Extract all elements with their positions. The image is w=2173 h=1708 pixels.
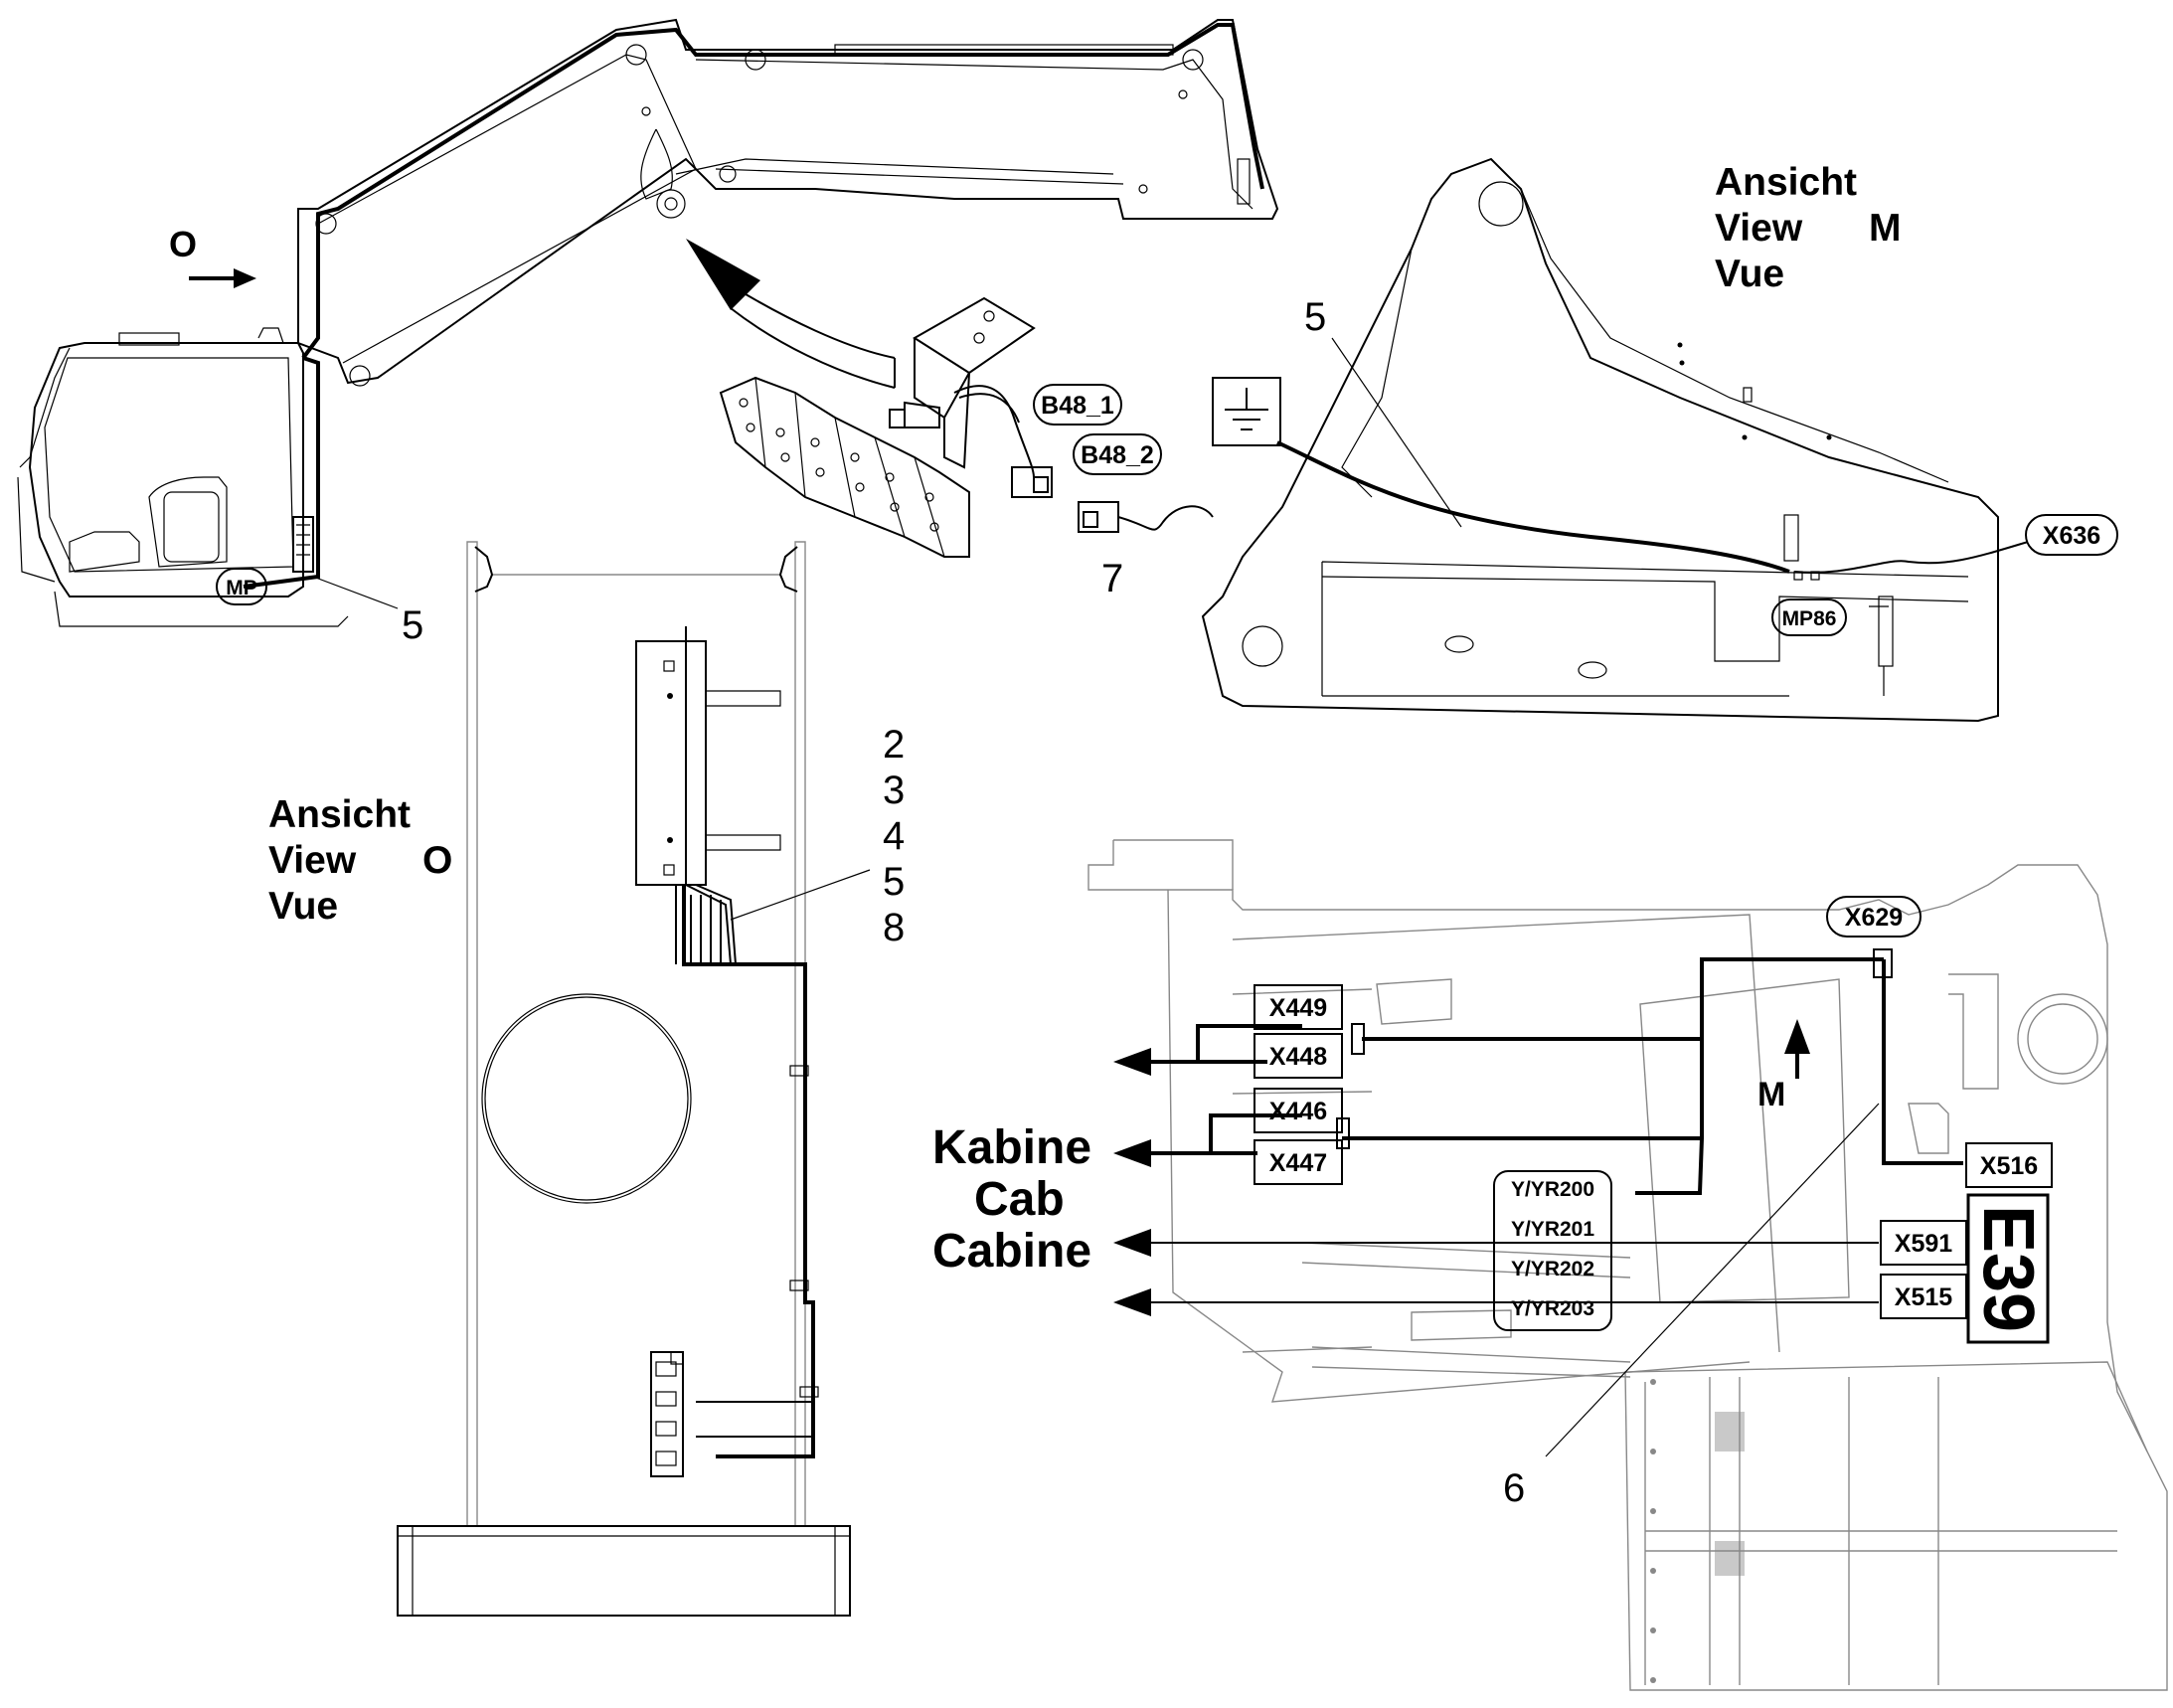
x449-box: X449 [1254,984,1343,1030]
view-m-letter: M [1869,207,1902,250]
arrow-left-3 [1113,1229,1151,1257]
e39-text: E39 [1968,1205,2048,1332]
arrow-left-4 [1113,1288,1151,1316]
view-m-line1: Ansicht [1715,161,1857,204]
view-o-line1: Ansicht [268,793,411,836]
excavator-cab-boom [17,18,1279,627]
callout-list: 2 3 4 5 8 [883,723,905,949]
cab-panel-frame [1087,839,2168,1691]
callout-6: 6 [1503,1466,1525,1510]
callout-list-3: 3 [883,769,905,812]
connector-7 [1078,501,1214,533]
view-m-line3: Vue [1715,253,1784,295]
arrow-left-1 [1113,1048,1151,1076]
view-o-arrow: O [169,224,256,288]
x515-box: X515 [1880,1274,1967,1319]
callout-7: 7 [1101,557,1123,600]
cab-wiring [1138,957,1963,1303]
cab-line2: Cab [974,1173,1065,1226]
b48-2-text: B48_2 [1081,441,1154,469]
cab-line3: Cabine [932,1225,1091,1278]
view-o-frame [397,541,851,1617]
yyr203-text: Y/YR203 [1511,1297,1594,1320]
view-m-arrow: M [1757,1019,1810,1113]
detail-pointer-arrow [686,239,896,389]
x636-label: X636 [2025,514,2118,556]
b48-1-text: B48_1 [1041,392,1114,420]
sensor-bracket [889,296,1053,498]
e39-box: E39 [1966,1193,2050,1344]
view-o-arrow-label: O [169,224,197,264]
x447-box: X447 [1254,1139,1343,1185]
x516-box: X516 [1965,1142,2053,1188]
view-m-line2: View [1715,207,1803,250]
callout-list-2: 2 [883,723,905,767]
x449-text: X449 [1269,994,1327,1022]
x516-text: X516 [1980,1152,2038,1180]
arrow-left-2 [1113,1139,1151,1167]
callout-list-4: 4 [883,814,905,858]
x629-label: X629 [1826,896,1922,938]
callout-5-right: 5 [1304,295,1326,339]
x448-text: X448 [1269,1043,1327,1071]
x515-text: X515 [1895,1283,1952,1311]
view-m-heading: Ansicht View M Vue [1715,161,1902,295]
view-o-line3: Vue [268,885,338,928]
mp86-label: MP86 [1771,598,1847,636]
callout-list-5: 5 [883,860,905,904]
view-o-letter: O [422,839,452,882]
x636-text: X636 [2043,522,2100,550]
cab-line1: Kabine [932,1121,1091,1174]
view-o-heading: Ansicht View O Vue [268,793,452,928]
cab-heading: Kabine Cab Cabine [932,1121,1091,1278]
yyr201-text: Y/YR201 [1511,1218,1594,1241]
x446-text: X446 [1269,1098,1327,1125]
x446-box: X446 [1254,1088,1343,1133]
x448-box: X448 [1254,1033,1343,1079]
x591-box: X591 [1880,1220,1967,1266]
yyr200-text: Y/YR200 [1511,1178,1594,1201]
view-m-frame [1201,157,2029,723]
callout-list-8: 8 [883,906,905,949]
wear-segment [719,376,970,558]
x629-text: X629 [1845,904,1903,932]
view-o-line2: View [268,839,357,882]
callout-5-left: 5 [402,603,423,647]
relay-group: Y/YR200 Y/YR201 Y/YR202 Y/YR203 [1493,1170,1612,1331]
x447-text: X447 [1269,1149,1327,1177]
b48-2-label: B48_2 [1073,433,1162,475]
b48-1-label: B48_1 [1033,384,1122,426]
x591-text: X591 [1895,1230,1952,1258]
mp86-text: MP86 [1782,607,1837,630]
view-m-arrow-label: M [1757,1076,1785,1113]
mp-label: MP [216,568,267,605]
yyr202-text: Y/YR202 [1511,1258,1594,1281]
mp-text: MP [226,577,257,599]
